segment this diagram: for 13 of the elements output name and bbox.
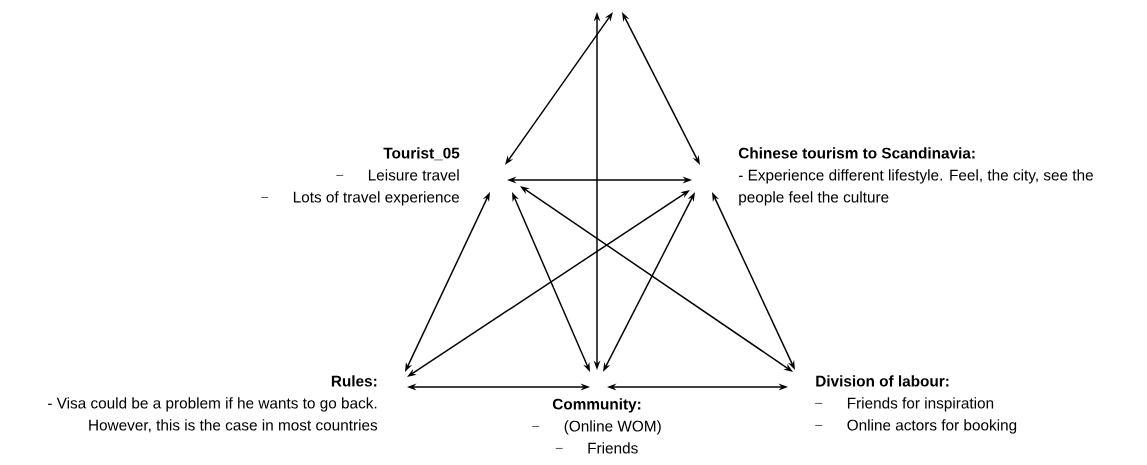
heading: Rules: bbox=[331, 375, 377, 387]
list-item: (Online WOM) bbox=[531, 420, 661, 435]
list-item: Online actors for booking bbox=[814, 419, 1017, 434]
list-item: Friends for inspiration bbox=[814, 397, 994, 412]
heading: Division of labour: bbox=[816, 375, 949, 387]
heading: Chinese tourism to Scandinavia: bbox=[738, 147, 975, 159]
description-text: - Visa could be a problem if he wants to go back. However, this is the case in most countries bbox=[48, 397, 378, 433]
description-text: - Experience different lifestyle. Feel, the city, see the people feel the culture bbox=[738, 169, 1093, 206]
heading: Tourist_05 bbox=[383, 147, 460, 161]
list-item: Lots of travel experience bbox=[260, 191, 459, 206]
list-item: Leisure travel bbox=[335, 169, 459, 181]
list-item: Friends bbox=[555, 442, 638, 454]
heading: Community: bbox=[552, 398, 641, 413]
